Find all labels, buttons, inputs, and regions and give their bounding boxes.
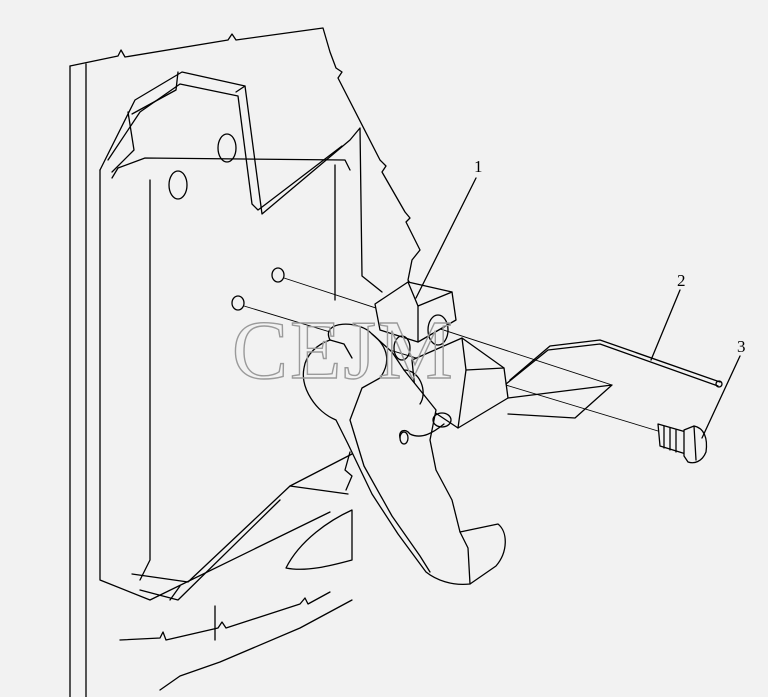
leader-lines xyxy=(415,177,741,439)
bolt-part-3 xyxy=(657,423,708,464)
callout-2: 2 xyxy=(677,271,686,290)
wire-rod-part-2 xyxy=(399,339,723,445)
mounting-panel xyxy=(69,27,421,697)
handle-bracket-part-1 xyxy=(302,281,509,586)
watermark-text: CEJM xyxy=(232,304,455,397)
callout-3: 3 xyxy=(737,337,746,356)
callout-1: 1 xyxy=(474,157,483,176)
